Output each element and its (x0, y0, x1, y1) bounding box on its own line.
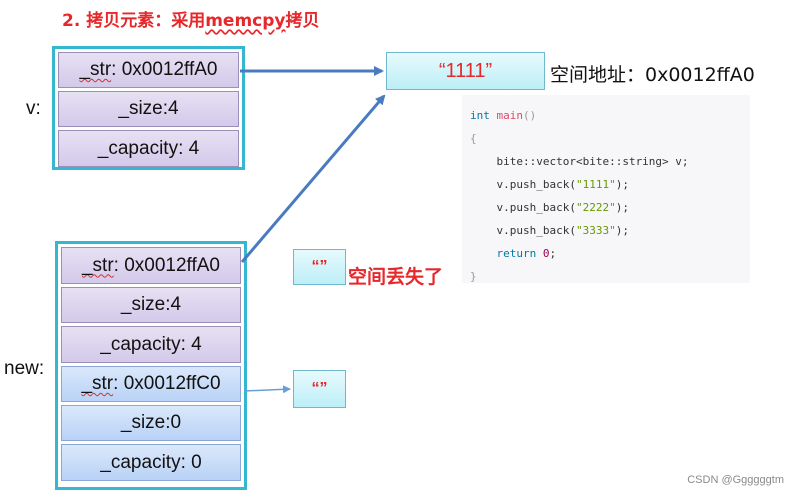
new-default-size-field: _size:0 (61, 405, 241, 441)
arrow-new-copy-to-1111 (240, 94, 386, 263)
code-line-7: return 0; (470, 247, 557, 260)
watermark: CSDN @Ggggggtm (687, 474, 784, 486)
code-block: int main() { bite::vector<bite::string> … (462, 95, 750, 283)
v-capacity-field: _capacity: 4 (58, 130, 239, 167)
new-copied-str-field: _str: 0x0012ffA0 (61, 247, 241, 284)
new-default-str-value: : 0x0012ffC0 (113, 373, 221, 394)
code-line-6: v.push_back("3333"); (470, 224, 629, 237)
new-copied-size-field: _size:4 (61, 287, 241, 323)
new-default-str-field: _str: 0x0012ffC0 (61, 366, 241, 402)
code-line-8: } (470, 270, 477, 283)
new-default-object: _str: 0x0012ffC0 _size:0 _capacity: 0 (61, 366, 241, 481)
new-copied-capacity-field: _capacity: 4 (61, 326, 241, 363)
title-suffix: 拷贝 (285, 11, 320, 31)
string-box-new: “” (293, 370, 346, 408)
new-array-frame: _str: 0x0012ffA0 _size:4 _capacity: 4 _s… (55, 241, 247, 490)
new-copied-str-value: : 0x0012ffA0 (113, 254, 221, 276)
v-label: v: (26, 98, 41, 119)
arrow-new-default-to-empty (243, 385, 291, 394)
code-line-5: v.push_back("2222"); (470, 201, 629, 214)
v-str-field: _str: 0x0012ffA0 (58, 52, 239, 88)
new-label: new: (4, 358, 45, 379)
title-prefix: 2. 拷贝元素：采用 (62, 11, 206, 31)
address-label: 空间地址：0x0012ffA0 (550, 64, 755, 86)
v-size-field: _size:4 (58, 91, 239, 127)
code-line-4: v.push_back("1111"); (470, 178, 629, 191)
v-str-value: : 0x0012ffA0 (111, 59, 218, 80)
lost-label: 空间丢失了 (348, 266, 444, 288)
diagram-title: 2. 拷贝元素：采用memcpy拷贝 (62, 6, 320, 31)
new-copied-str-key: _str (81, 254, 114, 276)
code-line-3: bite::vector<bite::string> v; (470, 155, 689, 168)
title-emph: memcpy (205, 11, 286, 31)
v-str-key: _str (79, 59, 112, 80)
new-default-str-key: _str (81, 373, 114, 394)
code-line-1: int main() (470, 109, 537, 122)
code-line-2: { (470, 132, 477, 145)
new-default-capacity-field: _capacity: 0 (61, 444, 241, 481)
string-box-1111: “1111” (386, 52, 545, 90)
string-box-lost: “” (293, 249, 346, 285)
v-string-object: _str: 0x0012ffA0 _size:4 _capacity: 4 (52, 46, 245, 170)
new-copied-object: _str: 0x0012ffA0 _size:4 _capacity: 4 (61, 247, 241, 363)
